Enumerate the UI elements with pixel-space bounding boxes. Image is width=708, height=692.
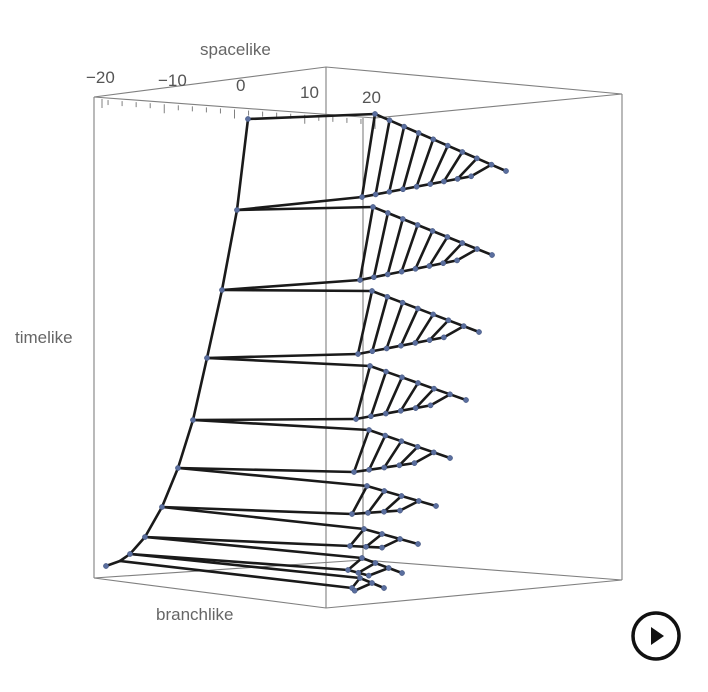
tick-label-m20: −20 — [86, 68, 115, 87]
graph-edges — [104, 112, 508, 592]
branchlike-axis-label: branchlike — [156, 605, 234, 624]
play-button[interactable] — [630, 610, 682, 662]
tick-label-20: 20 — [362, 88, 381, 107]
tick-label-0: 0 — [236, 76, 245, 95]
play-circle-icon — [631, 611, 681, 661]
tick-label-10: 10 — [300, 83, 319, 102]
graph-nodes — [103, 111, 509, 594]
spacelike-axis-label: spacelike — [200, 40, 271, 59]
bounding-box — [93, 66, 623, 609]
timelike-axis-label: timelike — [15, 328, 73, 347]
tick-label-m10: −10 — [158, 71, 187, 90]
spacelike-axis-ticks — [101, 99, 376, 129]
